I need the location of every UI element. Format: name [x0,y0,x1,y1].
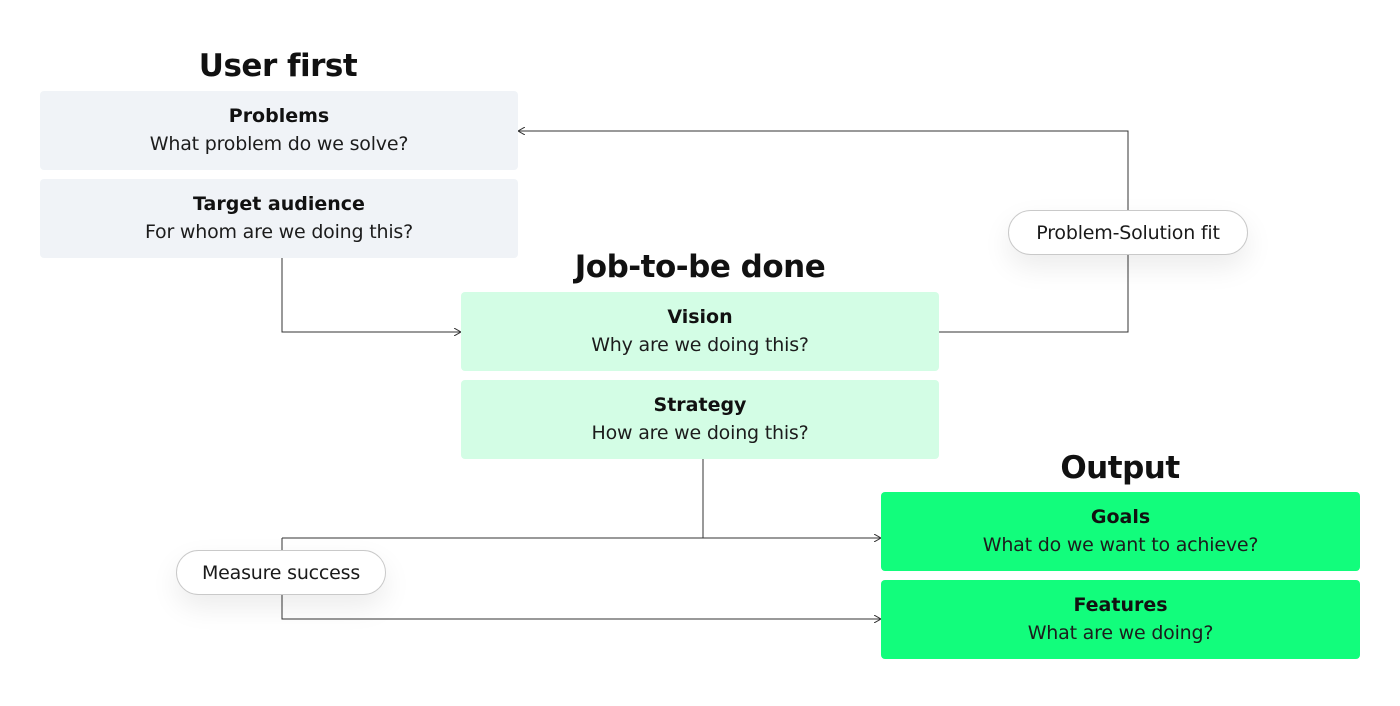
box-target-audience-subtitle: For whom are we doing this? [145,220,413,243]
box-strategy-title: Strategy [653,393,747,416]
box-goals-subtitle: What do we want to achieve? [982,533,1259,556]
box-vision: Vision Why are we doing this? [461,292,939,371]
connector-audience-to-vision [281,258,461,332]
box-target-audience: Target audience For whom are we doing th… [40,179,518,258]
group-title-user-first: User first [198,48,358,84]
box-features-subtitle: What are we doing? [1027,621,1214,644]
box-vision-subtitle: Why are we doing this? [591,333,809,356]
box-vision-title: Vision [667,305,733,328]
connector-strategy-to-goals [702,459,881,538]
box-target-audience-title: Target audience [193,192,365,215]
box-goals: Goals What do we want to achieve? [881,492,1360,571]
pill-measure-success: Measure success [176,550,386,595]
box-goals-title: Goals [1090,505,1151,528]
box-problems: Problems What problem do we solve? [40,91,518,170]
box-problems-subtitle: What problem do we solve? [149,132,409,155]
box-features: Features What are we doing? [881,580,1360,659]
box-features-title: Features [1073,593,1168,616]
group-title-job-to-be-done: Job-to-be done [574,249,826,285]
box-strategy-subtitle: How are we doing this? [591,421,809,444]
group-title-output: Output [1060,450,1180,486]
box-strategy: Strategy How are we doing this? [461,380,939,459]
pill-problem-solution-fit: Problem-Solution fit [1008,210,1248,255]
box-problems-title: Problems [228,104,330,127]
